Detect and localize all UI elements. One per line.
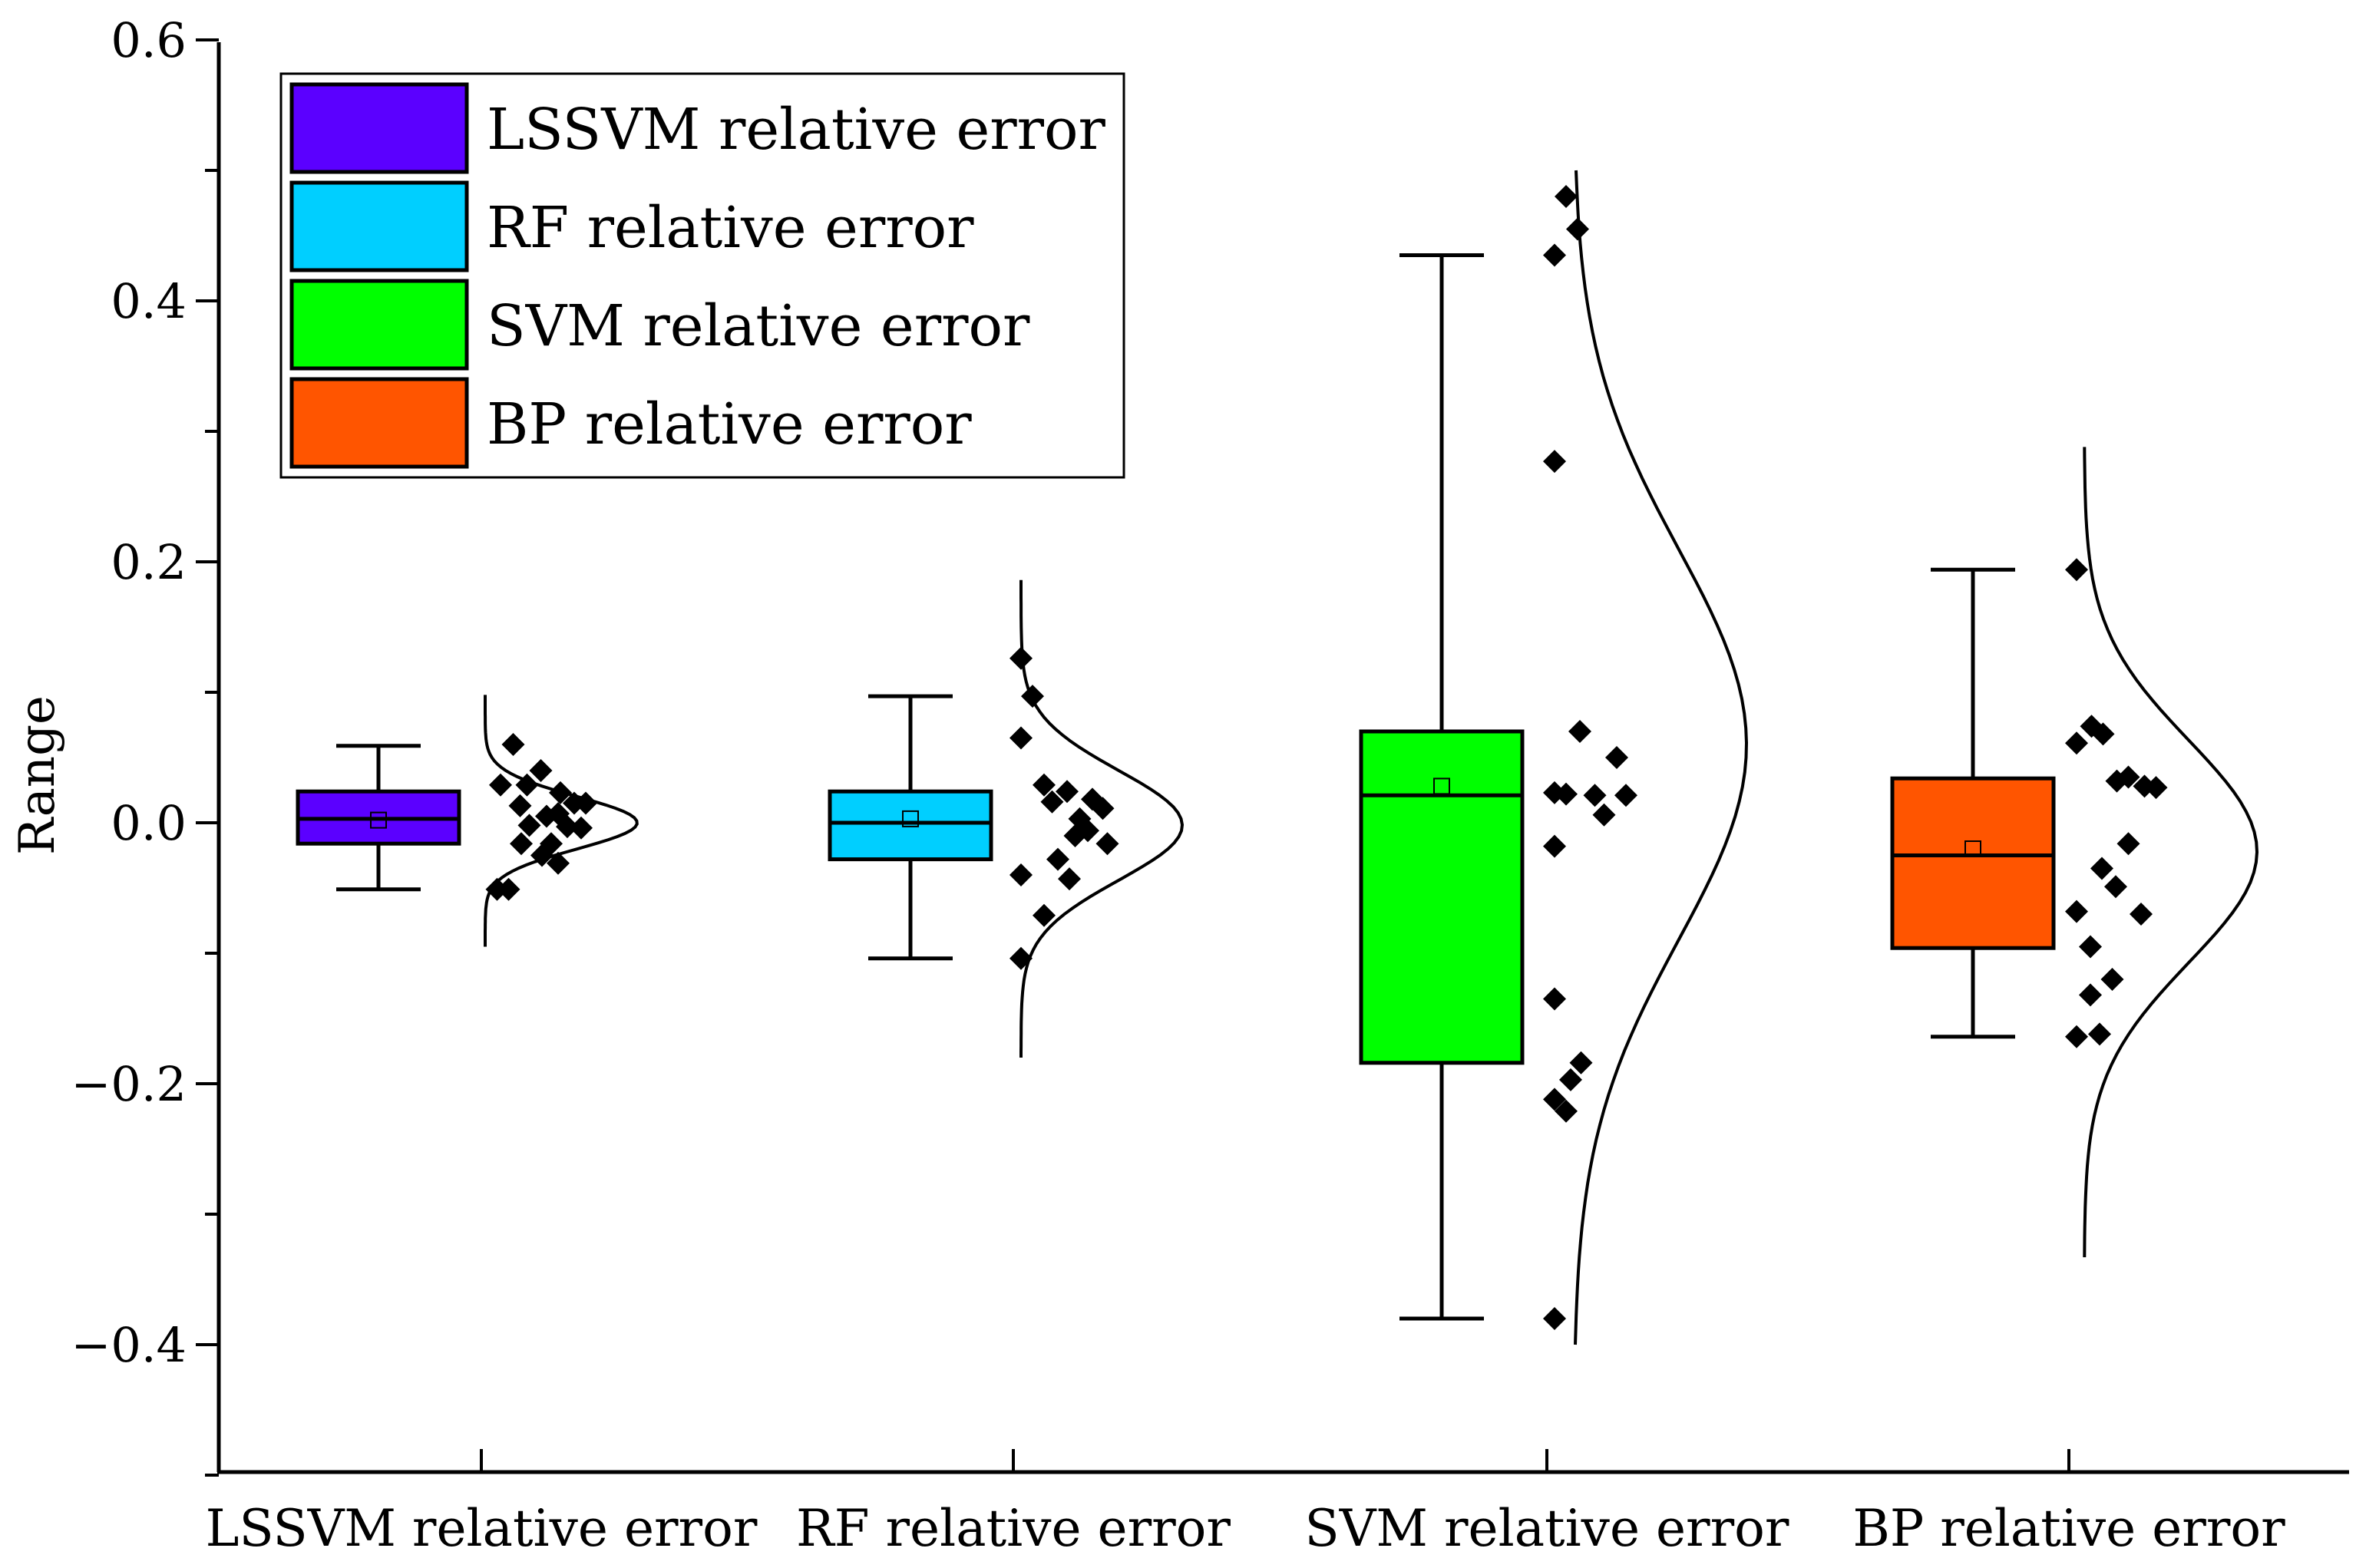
series-1-group (296, 695, 639, 947)
plot-area (296, 170, 2259, 1345)
series-3-group (1359, 170, 1749, 1345)
data-point (547, 851, 570, 875)
mean-marker (1964, 840, 1981, 857)
mean-marker (1433, 777, 1450, 795)
x-tick-label: SVM relative error (1305, 1499, 1789, 1558)
data-point (1583, 784, 1607, 807)
data-point (1543, 987, 1566, 1011)
data-point (2116, 765, 2140, 789)
data-point (1543, 243, 1566, 267)
data-point (2090, 857, 2113, 880)
data-point (1009, 946, 1033, 970)
data-point (510, 832, 533, 856)
data-point (1058, 867, 1081, 891)
legend-swatch (289, 82, 469, 174)
data-point (1614, 784, 1637, 807)
data-point (2065, 558, 2088, 582)
data-point (2065, 1025, 2088, 1048)
data-point (515, 773, 539, 797)
data-point (1009, 646, 1033, 670)
data-point (501, 733, 525, 756)
data-point (2065, 731, 2088, 755)
data-point (1040, 790, 1064, 814)
legend-label: BP relative error (487, 391, 972, 457)
data-point (2104, 875, 2127, 899)
legend-swatch (289, 180, 469, 272)
x-tick-label: BP relative error (1852, 1499, 2285, 1558)
data-point (2065, 900, 2088, 923)
data-point (1009, 863, 1033, 886)
y-tick-label: −0.4 (71, 1317, 187, 1373)
y-tick-label: −0.2 (71, 1056, 187, 1112)
data-point (2088, 1022, 2111, 1046)
data-point (1568, 720, 1591, 743)
data-point (1095, 832, 1119, 856)
data-point (1063, 824, 1087, 847)
y-axis-title: Range (9, 695, 66, 855)
box (1359, 729, 1525, 1065)
data-point (1091, 797, 1115, 820)
data-point (1033, 773, 1056, 797)
data-point (1009, 726, 1033, 750)
data-point (2130, 903, 2153, 926)
data-point (2100, 968, 2124, 991)
mean-marker (902, 810, 919, 827)
data-point (497, 877, 520, 901)
data-point (535, 804, 558, 828)
mean-marker (370, 811, 387, 829)
data-point (570, 816, 593, 840)
data-point (1543, 834, 1566, 858)
data-point (508, 794, 532, 817)
legend-label: LSSVM relative error (487, 97, 1106, 163)
data-point (1046, 847, 1069, 871)
y-tick-label: 0.2 (111, 534, 187, 590)
data-point (1555, 185, 1578, 208)
series-4-group (1890, 447, 2259, 1258)
data-point (1543, 1307, 1566, 1330)
legend: LSSVM relative error RF relative errorSVM… (279, 72, 1125, 479)
box (1890, 776, 2056, 950)
data-point (1056, 780, 1079, 804)
data-point (1555, 1099, 1578, 1123)
data-point (2144, 776, 2168, 800)
distribution-curve (484, 695, 639, 947)
data-point (2091, 722, 2115, 746)
data-point (1605, 746, 1628, 769)
series-2-group (828, 579, 1185, 1058)
data-point (517, 814, 541, 837)
distribution-curve (1019, 579, 1185, 1058)
legend-label: RF relative error (487, 195, 974, 261)
data-point (574, 791, 597, 815)
distribution-curve (1574, 170, 1749, 1345)
x-tick-label: RF relative error (796, 1499, 1231, 1558)
data-point (489, 773, 512, 797)
data-point (2116, 832, 2140, 856)
data-point (2079, 935, 2102, 959)
data-point (1543, 1088, 1566, 1111)
box (828, 789, 993, 862)
data-point (1021, 685, 1044, 708)
data-point (2079, 983, 2102, 1007)
legend-label: SVM relative error (487, 293, 1030, 359)
data-point (1033, 903, 1056, 927)
x-tick-label: LSSVM relative error (206, 1499, 758, 1558)
y-tick-label: 0.4 (111, 273, 187, 329)
y-tick-label: 0.6 (111, 12, 187, 68)
data-point (1559, 1068, 1582, 1091)
data-point (1543, 450, 1566, 474)
data-point (530, 843, 553, 867)
legend-swatch (289, 279, 469, 371)
data-point (1566, 217, 1589, 241)
data-point (1555, 782, 1578, 806)
y-tick-label: 0.0 (111, 795, 187, 851)
data-point (1569, 1051, 1593, 1074)
data-point (1592, 803, 1616, 827)
distribution-curve (2083, 447, 2259, 1258)
legend-swatch (289, 377, 469, 469)
data-point (556, 815, 579, 839)
data-point (529, 759, 553, 782)
data-point (549, 781, 572, 804)
